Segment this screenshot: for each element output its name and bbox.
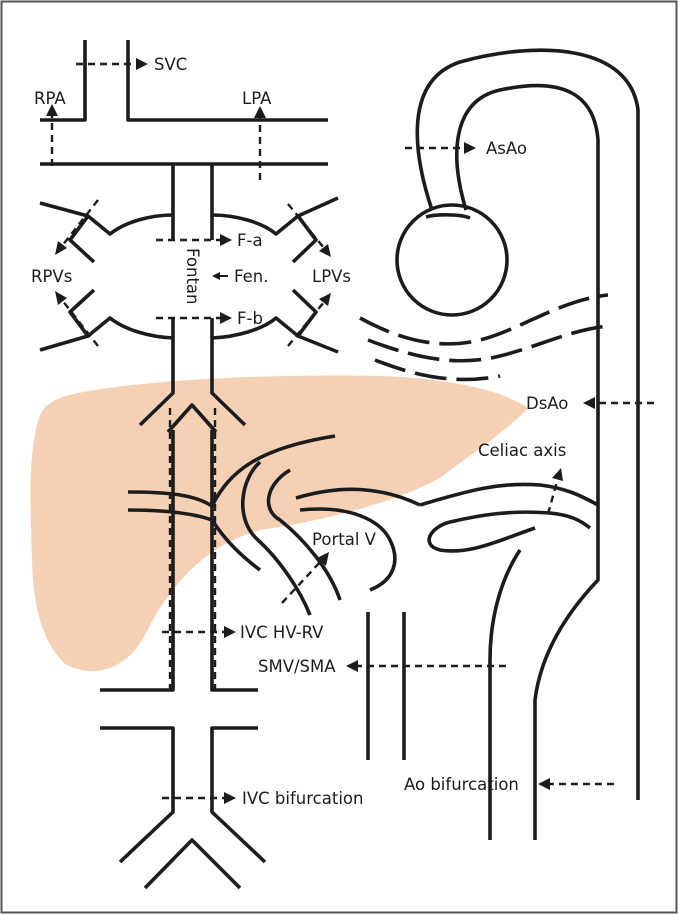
portal-vein-upper bbox=[295, 487, 421, 507]
label-fen: Fen. bbox=[234, 267, 268, 286]
celiac-branch-lower bbox=[427, 510, 592, 553]
f-a-arrow-head bbox=[220, 234, 232, 246]
f-b-arrow-head bbox=[220, 312, 232, 324]
label-celiac-axis: Celiac axis bbox=[478, 441, 566, 460]
portal-arrow-head bbox=[317, 552, 329, 566]
label-ivc-bifurcation: IVC bifurcation bbox=[242, 789, 363, 808]
atrium-right-upper bbox=[211, 213, 318, 264]
label-rpa: RPA bbox=[34, 89, 66, 108]
portal-arrow bbox=[281, 559, 323, 604]
ivc-left-wall-top bbox=[100, 430, 175, 692]
label-smv-sma: SMV/SMA bbox=[258, 657, 336, 676]
ascending-aorta-wall bbox=[425, 213, 471, 220]
label-f-b: F-b bbox=[237, 309, 263, 328]
celiac-arrow bbox=[546, 477, 560, 515]
label-lpvs: LPVs bbox=[312, 267, 351, 286]
smv-sma-arrow-head bbox=[346, 660, 358, 672]
atrium-left-lower bbox=[68, 288, 174, 340]
rpv-arrow-lower bbox=[61, 299, 99, 347]
ivc-bifurcation-arrow-head bbox=[224, 792, 236, 804]
rpv-arrow-upper-head bbox=[55, 241, 67, 255]
pv-curve-upper bbox=[359, 293, 609, 346]
label-portal-v: Portal V bbox=[312, 530, 377, 549]
rpv-arrow-upper bbox=[61, 199, 99, 247]
asao-arrow-head bbox=[464, 142, 476, 154]
rpv-arrow-lower-head bbox=[55, 291, 67, 305]
ivc-hv-rv-arrow-head bbox=[224, 626, 236, 638]
portal-vein-channel-right bbox=[266, 468, 342, 601]
sma-wall bbox=[488, 549, 522, 840]
ao-bifurcation-arrow-head bbox=[538, 778, 550, 790]
dsao-arrow-head bbox=[583, 397, 595, 409]
portal-vein-lower bbox=[299, 507, 397, 592]
portal-vein-channel bbox=[241, 460, 312, 616]
label-lpa: LPA bbox=[242, 89, 272, 108]
fontan-mid-fork bbox=[166, 403, 218, 434]
ivc-right-wall-top bbox=[210, 430, 258, 692]
ivc-fork bbox=[143, 838, 242, 890]
label-dsao: DsAo bbox=[526, 394, 568, 413]
fontan-right-wall-lower bbox=[210, 318, 247, 427]
ivc-left-wall-bottom bbox=[100, 726, 175, 864]
lpv-arrow-upper-head bbox=[319, 244, 331, 257]
svc-left-wall bbox=[40, 40, 87, 122]
rpv-upper-line bbox=[39, 201, 89, 218]
lpv-upper-line bbox=[297, 196, 339, 218]
atrium-right-lower bbox=[211, 288, 318, 340]
celiac-branch-upper bbox=[419, 482, 599, 507]
svc-right-wall bbox=[126, 40, 328, 122]
hepatic-vein-upper bbox=[127, 434, 336, 508]
fontan-left-wall-lower bbox=[138, 318, 175, 427]
liver bbox=[30, 375, 529, 672]
lpa-arrow-head bbox=[254, 106, 266, 118]
lpv-lower-line bbox=[297, 334, 339, 354]
ivc-right-wall-bottom bbox=[210, 726, 267, 864]
label-f-a: F-a bbox=[237, 231, 263, 250]
celiac-arrow-head bbox=[552, 468, 563, 481]
svc-arrow-head bbox=[136, 58, 148, 70]
atrium-left-upper bbox=[68, 213, 174, 264]
label-rpvs: RPVs bbox=[31, 267, 72, 286]
pv-curve-mid bbox=[367, 324, 609, 363]
aortic-arch-inner bbox=[455, 83, 600, 840]
label-ao-bifurcation: Ao bifurcation bbox=[404, 775, 519, 794]
lpv-arrow-upper bbox=[287, 203, 325, 249]
pv-curve-lower bbox=[374, 358, 501, 382]
label-ivc-hv-rv: IVC HV-RV bbox=[240, 623, 324, 642]
fen-arrow-head bbox=[212, 272, 220, 280]
label-fontan: Fontan bbox=[183, 248, 202, 305]
rpv-lower-line bbox=[39, 334, 89, 352]
rpa-arrow-head bbox=[46, 104, 58, 116]
label-svc: SVC bbox=[154, 55, 187, 74]
lpv-arrow-lower-head bbox=[319, 293, 331, 306]
label-asao: AsAo bbox=[486, 139, 527, 158]
aortic-root bbox=[395, 203, 509, 317]
lpv-arrow-lower bbox=[287, 301, 325, 347]
